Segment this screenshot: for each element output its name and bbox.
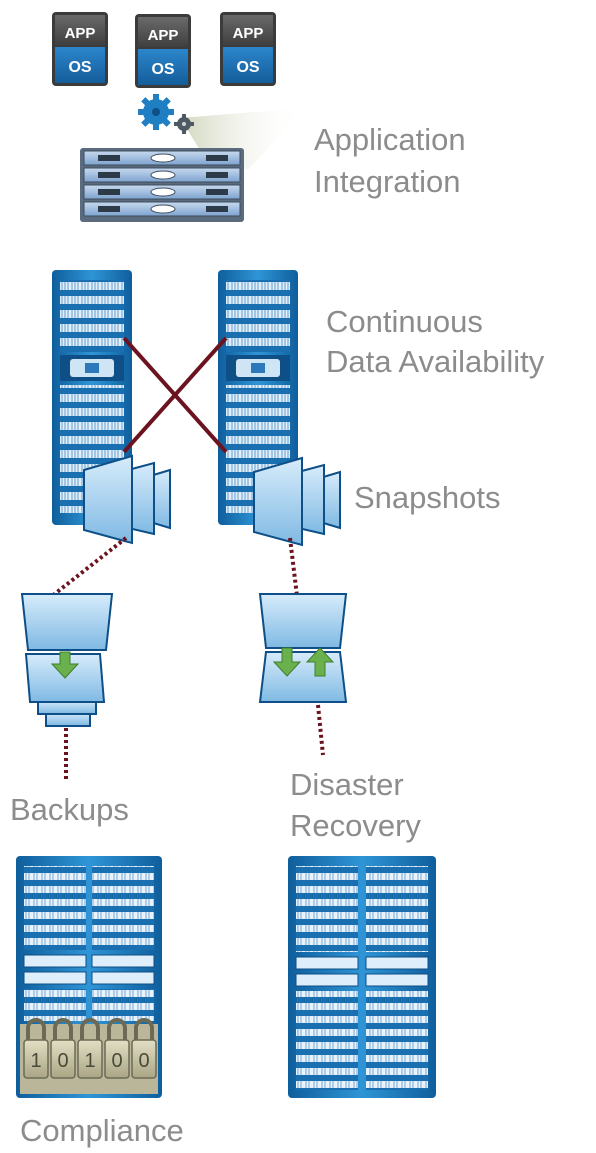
server-icon: [80, 148, 244, 222]
app-os-badge: APP OS: [52, 12, 108, 86]
arrow-down-icon: [272, 647, 302, 677]
arrow-up-icon: [305, 647, 335, 677]
label-application: Application: [314, 122, 466, 157]
padlock-icon: 1: [77, 1018, 103, 1079]
app-label: APP: [65, 25, 96, 42]
padlock-icon: 0: [104, 1018, 130, 1079]
label-continuous: Continuous: [326, 304, 483, 339]
lock-digit: 1: [84, 1050, 95, 1072]
gears-icon: [138, 94, 194, 134]
label-backups: Backups: [10, 792, 129, 827]
lock-digit: 0: [138, 1050, 149, 1072]
storage-array-icon: [218, 270, 298, 525]
lock-digit: 1: [30, 1050, 41, 1072]
padlock-icon: 0: [131, 1018, 157, 1079]
label-compliance: Compliance: [20, 1113, 184, 1148]
redundant-links: [122, 336, 228, 454]
os-label: OS: [151, 61, 174, 78]
app-label: APP: [148, 27, 179, 44]
lock-digit: 0: [57, 1050, 68, 1072]
app-label: APP: [233, 25, 264, 42]
arrow-down-icon: [50, 651, 80, 679]
app-os-badge: APP OS: [220, 12, 276, 86]
padlock-icon: 1: [23, 1018, 49, 1079]
label-disaster: Disaster: [290, 767, 404, 802]
padlock-icon: 0: [50, 1018, 76, 1079]
dotted-connectors: [50, 536, 325, 780]
dr-replication-icon: [258, 593, 348, 703]
label-integration: Integration: [314, 164, 461, 199]
label-data-availability: Data Availability: [326, 344, 545, 379]
label-recovery: Recovery: [290, 808, 421, 843]
lock-digit: 0: [111, 1050, 122, 1072]
label-snapshots: Snapshots: [354, 480, 501, 515]
snapshot-stack-icon: [83, 454, 171, 545]
app-os-badge: APP OS: [135, 14, 191, 88]
os-label: OS: [68, 59, 91, 76]
os-label: OS: [236, 59, 259, 76]
storage-array-icon: [288, 856, 436, 1098]
snapshot-stack-icon: [253, 456, 341, 547]
